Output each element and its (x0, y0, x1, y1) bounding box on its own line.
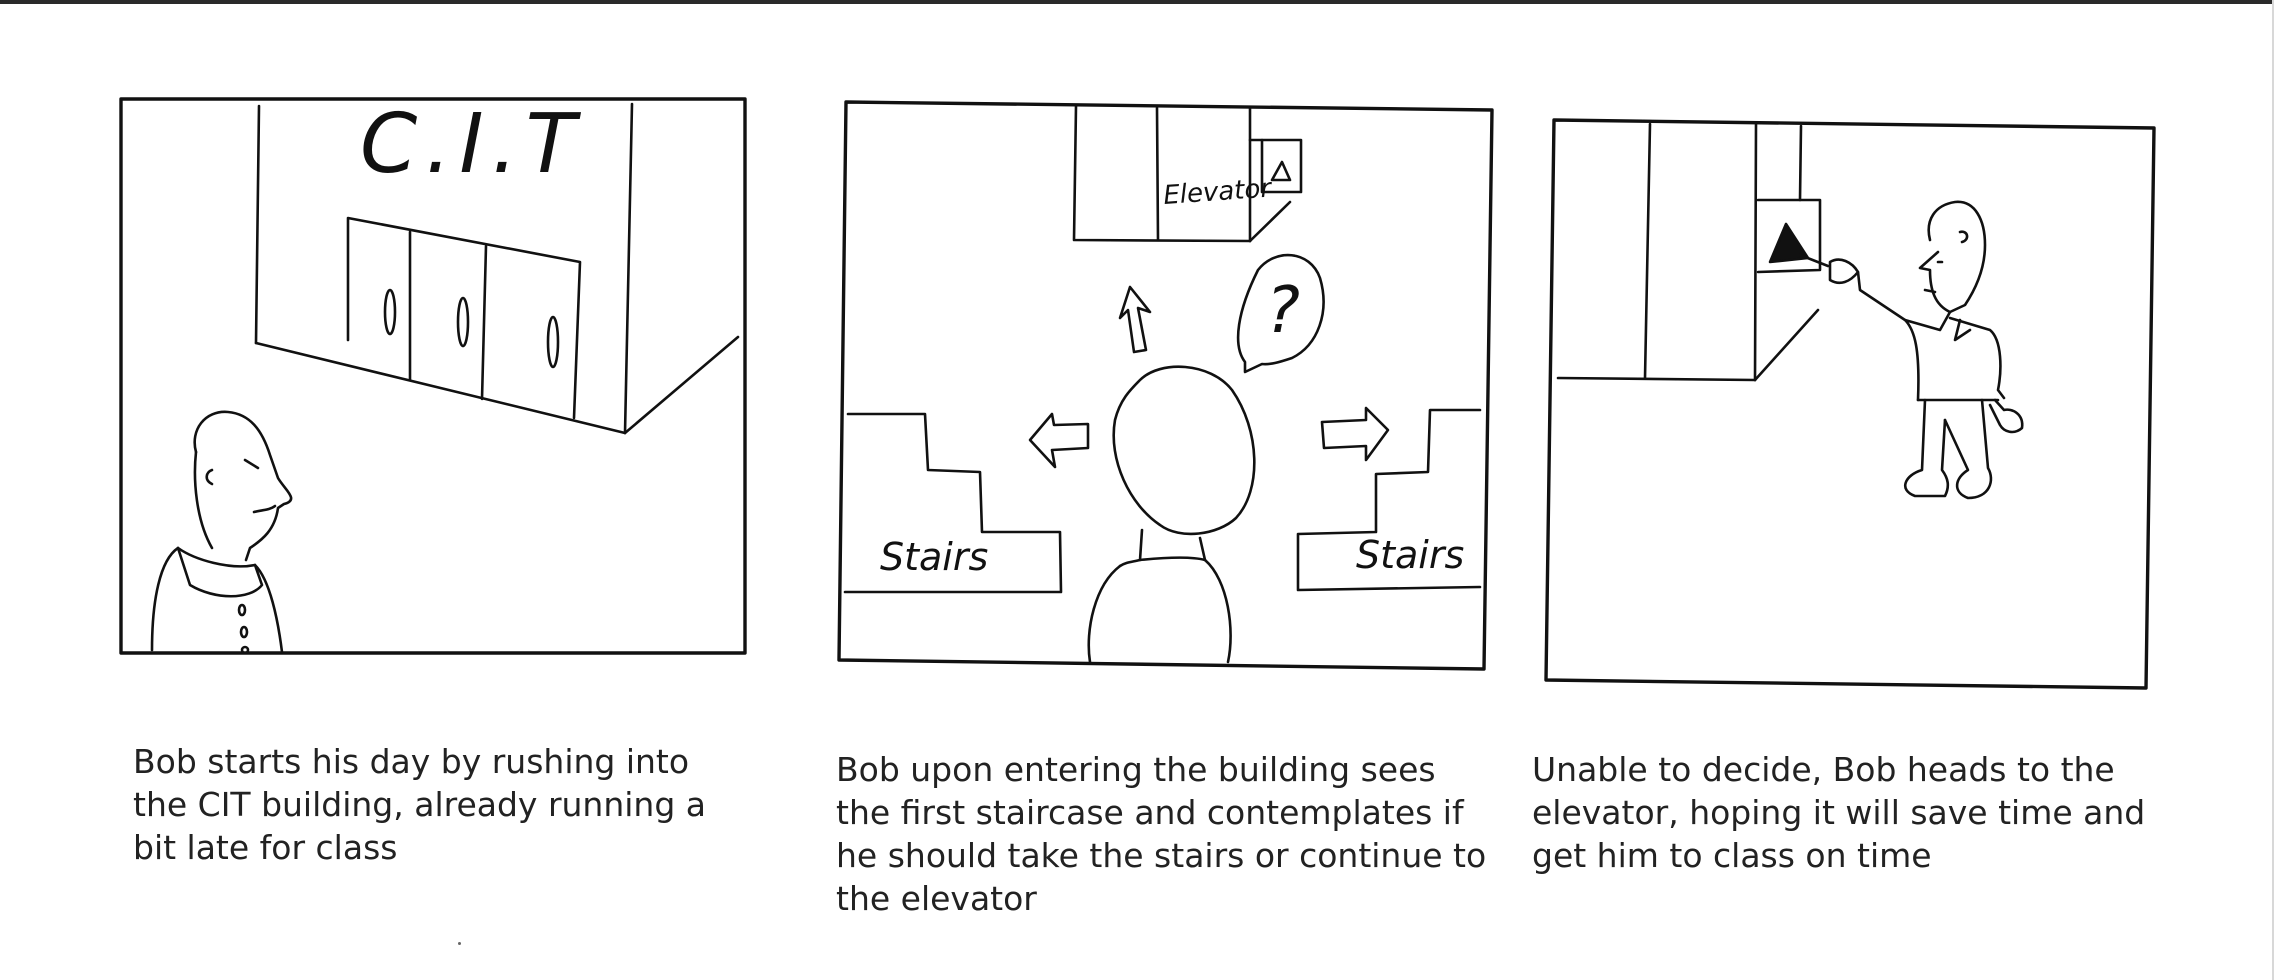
panel-2-caption: Bob upon entering the building sees the … (836, 750, 1487, 918)
right-edge (2272, 0, 2274, 980)
elevator (1072, 104, 1303, 243)
panel-1-caption: Bob starts his day by rushing into the C… (133, 742, 707, 867)
stairs-left-label: Stairs (880, 535, 988, 579)
elevator-panel-3 (1556, 122, 1822, 382)
stray-dot (458, 942, 461, 945)
cit-building (254, 102, 740, 435)
panel-3-frame (1544, 118, 2156, 690)
stairs-right-label: Stairs (1356, 533, 1464, 577)
stairs-left (843, 412, 1063, 594)
top-border (0, 0, 2274, 4)
stairs-right (1296, 408, 1482, 592)
arrow-up-icon (1118, 285, 1152, 354)
elevator-call-button (1260, 138, 1303, 194)
thought-bubble (1236, 253, 1325, 374)
panel-2-frame (837, 100, 1494, 671)
panel-3-caption: Unable to decide, Bob heads to the eleva… (1532, 750, 2146, 875)
arrow-right-icon (1320, 406, 1390, 462)
question-mark: ? (1266, 274, 1300, 348)
arrow-left-icon (1028, 412, 1090, 469)
bob-figure-panel-3 (1798, 200, 2024, 500)
cit-sign: C.I.T (360, 97, 584, 192)
bob-figure-panel-1 (150, 410, 293, 655)
bob-figure-panel-2 (1087, 365, 1256, 664)
panel-1-frame (119, 97, 747, 655)
